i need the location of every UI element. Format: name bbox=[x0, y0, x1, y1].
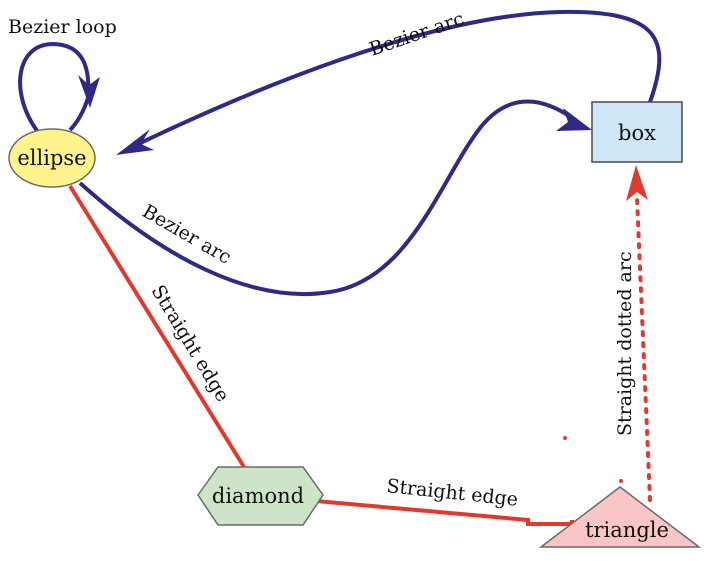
straight-edge-diamond-triangle bbox=[315, 499, 574, 526]
straight-dotted-arc-label: Straight dotted arc bbox=[614, 251, 636, 436]
straight-dotted-arc-edge bbox=[635, 196, 652, 502]
bezier-loop-edge bbox=[18, 41, 91, 134]
stray-dot-2 bbox=[619, 479, 623, 483]
diamond-shape bbox=[197, 466, 324, 526]
box-shape bbox=[591, 101, 683, 163]
bezier-arc-bottom-arrowhead bbox=[556, 108, 592, 131]
bezier-arc-top-label: Bezier arc bbox=[366, 8, 467, 61]
ellipse-label: ellipse bbox=[17, 146, 86, 170]
straight-edge-ellipse-diamond bbox=[68, 184, 246, 469]
bezier-loop-tail bbox=[68, 97, 90, 132]
straight-edge-ellipse-diamond-label: Straight edge bbox=[147, 281, 234, 406]
bezier-arc-top-edge bbox=[129, 9, 662, 150]
stray-dot-1 bbox=[563, 436, 567, 440]
straight-edge-diamond-triangle-label: Straight edge bbox=[385, 475, 519, 511]
diamond-node[interactable]: diamond bbox=[197, 466, 324, 526]
box-node[interactable]: box bbox=[591, 101, 683, 163]
ellipse-node[interactable]: ellipse bbox=[8, 128, 96, 188]
ellipse-shape bbox=[8, 128, 96, 188]
triangle-node[interactable]: triangle bbox=[538, 486, 702, 548]
bezier-loop-label: Bezier loop bbox=[8, 16, 117, 38]
bezier-arc-top-arrowhead bbox=[116, 129, 154, 155]
triangle-label: triangle bbox=[585, 518, 669, 542]
straight-dotted-arc-arrowhead bbox=[626, 165, 648, 201]
triangle-shape bbox=[538, 486, 702, 548]
bezier-loop-arrowhead bbox=[78, 75, 100, 108]
bezier-arc-bottom-edge bbox=[78, 99, 577, 297]
box-label: box bbox=[618, 121, 656, 145]
diamond-label: diamond bbox=[212, 484, 304, 508]
